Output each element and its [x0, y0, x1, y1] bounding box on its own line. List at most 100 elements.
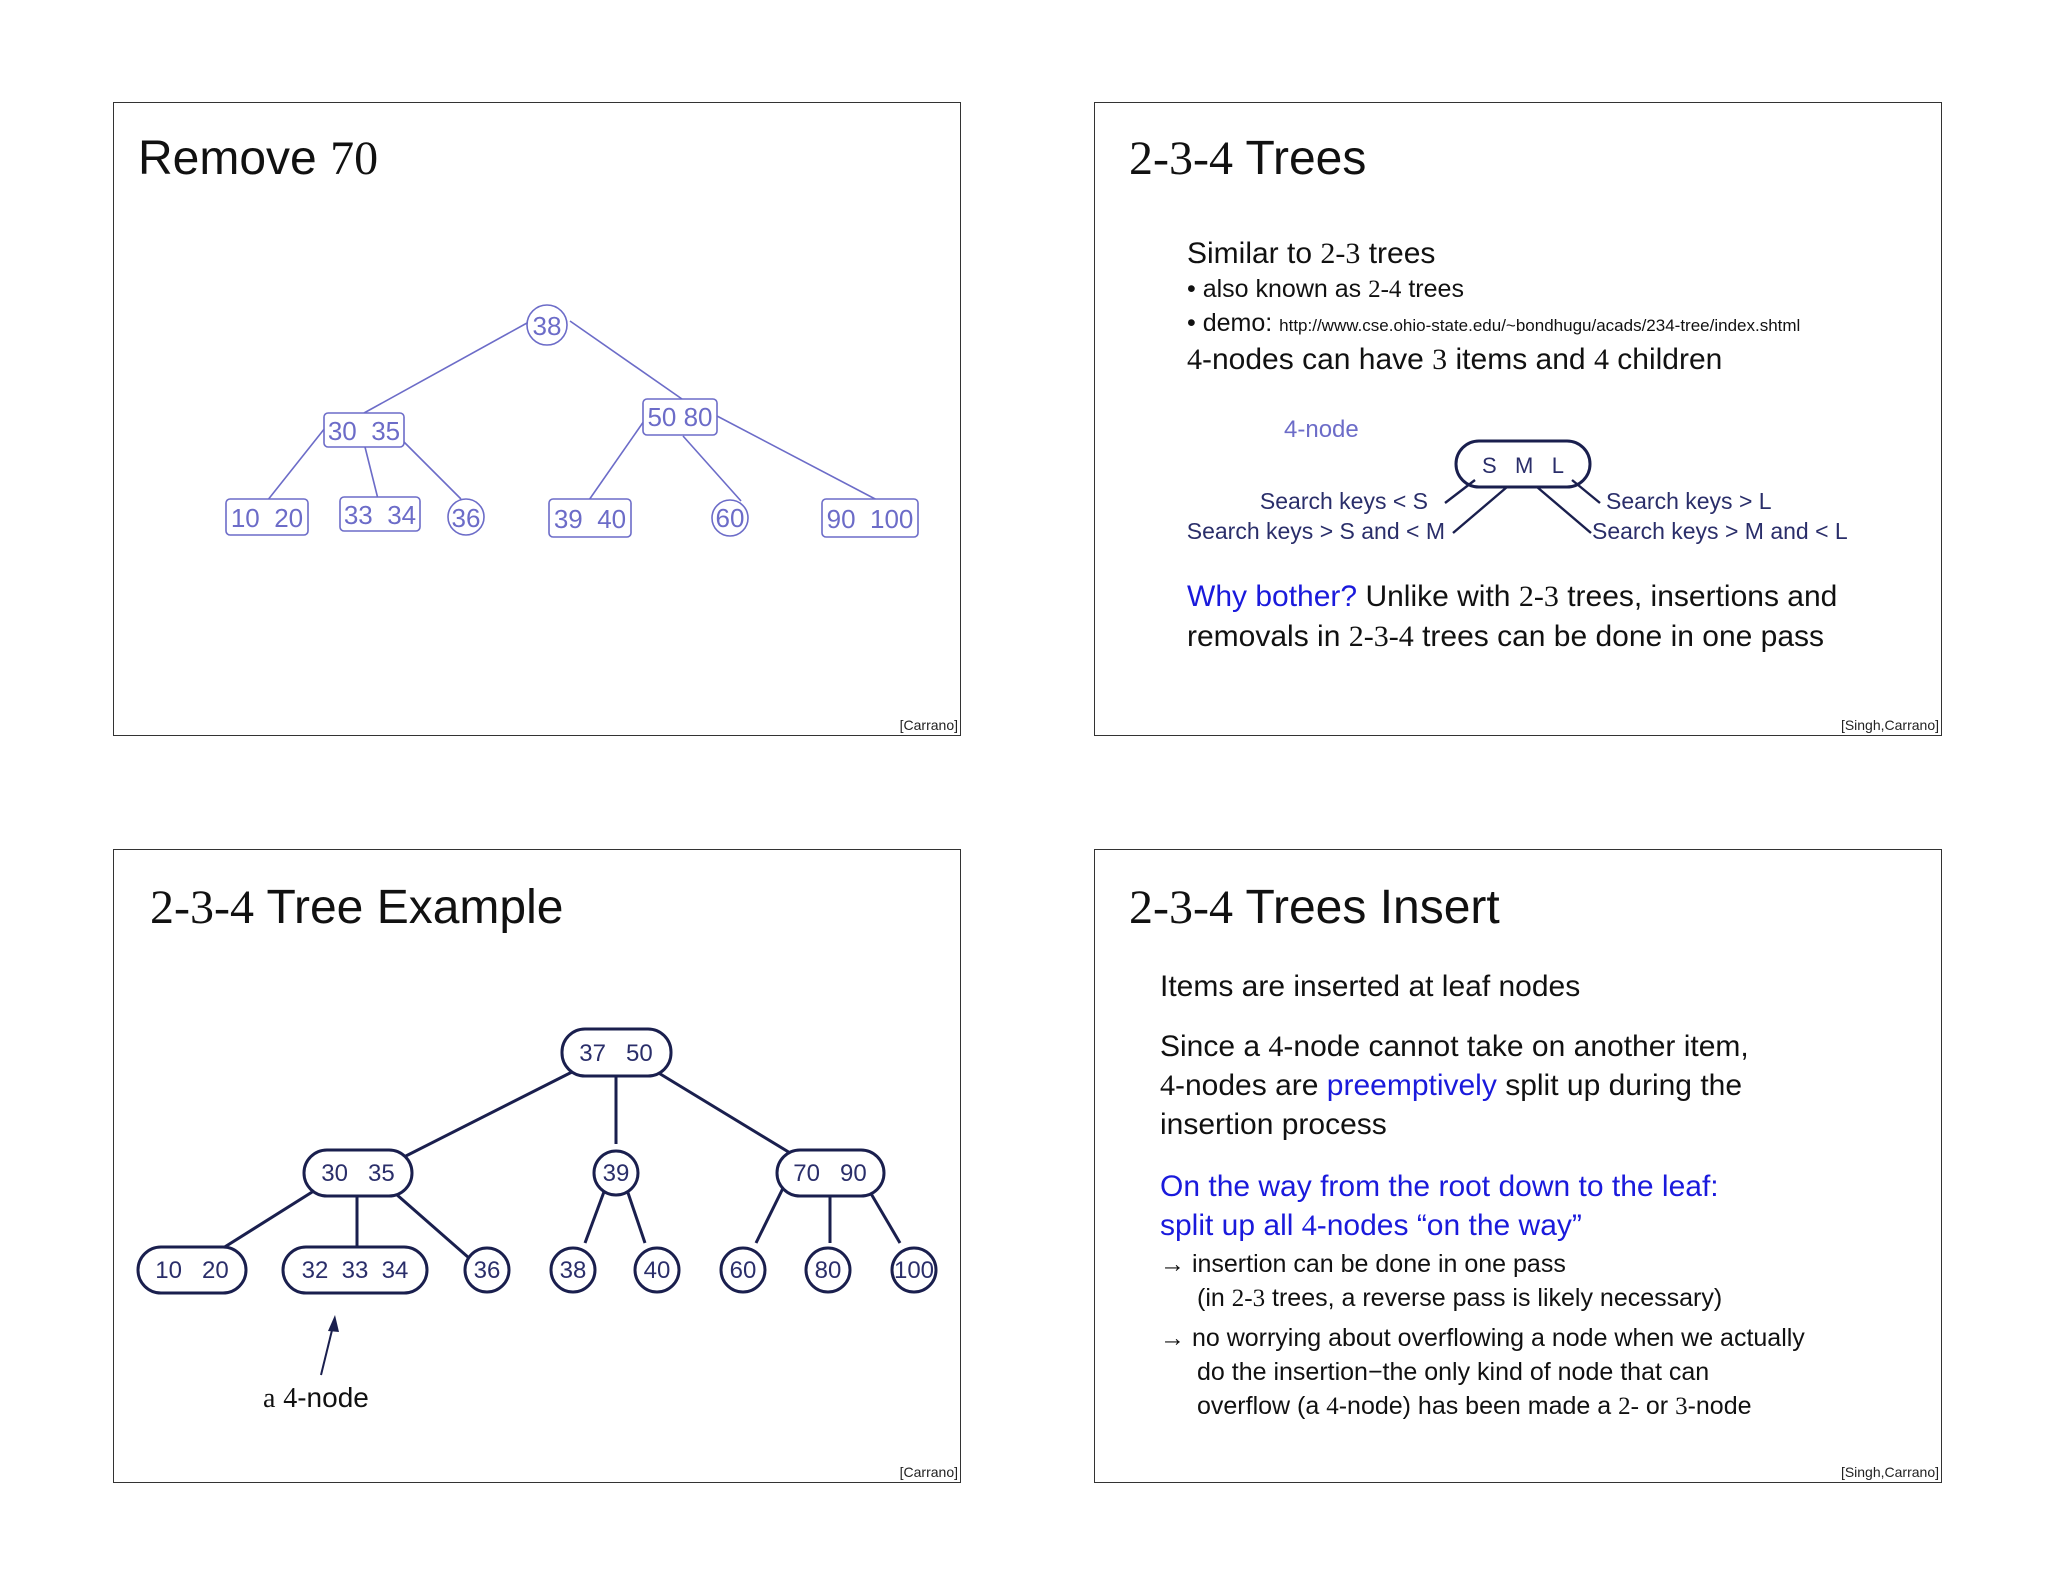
- text: a: [263, 1383, 276, 1414]
- text: • demo:: [1187, 309, 1273, 337]
- number: 2-: [1618, 1393, 1639, 1420]
- node-label: 10 20: [155, 1257, 228, 1284]
- tree-node: [804, 1246, 852, 1294]
- text: -nodes are: [1175, 1069, 1319, 1102]
- paragraph-preemptive-3: insertion process: [1160, 1108, 1387, 1141]
- number: 4: [283, 1383, 298, 1414]
- slide-title: 2-3-4 Tree Example: [150, 880, 563, 935]
- node-label: 38: [533, 311, 562, 341]
- text: trees: [1368, 237, 1436, 270]
- edge: [1571, 479, 1601, 504]
- number: 4: [1593, 343, 1609, 376]
- node-label: 39 40: [554, 504, 626, 534]
- edge: [754, 1179, 789, 1244]
- text: children: [1617, 343, 1723, 376]
- text: -nodes “on the way”: [1316, 1209, 1582, 1242]
- tree-node: [339, 496, 421, 532]
- edge: [364, 446, 379, 500]
- slide-credit: [Singh,Carrano]: [1840, 1464, 1939, 1480]
- node-label: 60: [730, 1257, 757, 1284]
- number: 2-4: [1368, 276, 1402, 303]
- paragraph-on-the-way-2: split up all 4-nodes “on the way”: [1160, 1209, 1582, 1243]
- edge: [1536, 486, 1592, 534]
- title-text: Trees Insert: [1245, 881, 1500, 934]
- number: 2-3: [1320, 237, 1361, 270]
- text: -node cannot take on another item,: [1283, 1030, 1749, 1063]
- title-text: Trees: [1245, 132, 1367, 185]
- arrow-point-2-line-3: overflow (a 4-node) has been made a 2- o…: [1197, 1392, 1752, 1421]
- title-number: 2-3-4: [1129, 132, 1233, 185]
- number: 3: [1432, 343, 1448, 376]
- edge: [399, 437, 462, 500]
- tree-node: [323, 412, 405, 448]
- arrow-point-1-line-2: (in 2-3 trees, a reverse pass is likely …: [1197, 1284, 1722, 1313]
- tree-node: [447, 498, 485, 536]
- text: -node: [297, 1382, 369, 1413]
- title-text: Tree Example: [266, 881, 564, 934]
- tree-node: [302, 1148, 414, 1198]
- node-label: 50 80: [647, 402, 712, 432]
- number: 2-3-4: [1348, 620, 1414, 653]
- number: 2-3: [1518, 580, 1559, 613]
- slide-title: 2-3-4 Trees Insert: [1129, 880, 1500, 935]
- slide-234-trees-insert: 2-3-4 Trees Insert Items are inserted at…: [1094, 849, 1942, 1483]
- node-label: 70 90: [793, 1160, 866, 1187]
- number: 4: [1268, 1030, 1284, 1063]
- arrow-point-2-line-2: do the insertion−the only kind of node t…: [1197, 1358, 1710, 1386]
- text: • also known as: [1187, 275, 1362, 303]
- node-label: 80: [815, 1257, 842, 1284]
- number: 2-3: [1231, 1285, 1266, 1312]
- text: trees, a reverse pass is likely necessar…: [1272, 1284, 1723, 1312]
- text: removals in: [1187, 620, 1341, 653]
- tree-diagram-example: 37 50 30 35 39 70 90 10 20 32 33 34 36 3…: [136, 1027, 938, 1376]
- slide-credit: [Carrano]: [899, 717, 958, 733]
- tree-node: [281, 1245, 429, 1295]
- number: 3: [1675, 1393, 1688, 1420]
- why-bother-line-1: Why bother? Unlike with 2-3 trees, inser…: [1187, 580, 1837, 614]
- node-label: 32 33 34: [302, 1257, 409, 1284]
- paragraph-on-the-way-1: On the way from the root down to the lea…: [1160, 1170, 1719, 1203]
- text: items and: [1455, 343, 1586, 376]
- node-label: 60: [716, 503, 745, 533]
- arrow-point-2-line-1: → no worrying about overflowing a node w…: [1160, 1324, 1805, 1352]
- text: -node: [1687, 1392, 1752, 1420]
- node-label: 10 20: [231, 503, 303, 533]
- text: split up during the: [1505, 1069, 1743, 1102]
- text: -node) has been made a: [1338, 1392, 1612, 1420]
- slide-title: Remove 70: [138, 131, 378, 186]
- text: trees, insertions and: [1567, 580, 1838, 613]
- text: (in: [1197, 1284, 1225, 1312]
- node-label: 100: [894, 1257, 934, 1284]
- tree-node: [890, 1246, 938, 1294]
- tree-node: [549, 1246, 597, 1294]
- tree-node: [719, 1246, 767, 1294]
- tree-node-root: [526, 304, 568, 346]
- demo-link[interactable]: http://www.cse.ohio-state.edu/~bondhugu/…: [1279, 316, 1801, 335]
- tree-node: [592, 1149, 640, 1197]
- why-bother-line-2: removals in 2-3-4 trees can be done in o…: [1187, 620, 1824, 654]
- node-label: 40: [644, 1257, 671, 1284]
- title-text: Remove: [138, 132, 317, 185]
- node-label: 30 35: [328, 416, 400, 446]
- node-label: 37 50: [579, 1040, 652, 1067]
- edge: [716, 415, 880, 502]
- edge: [1452, 486, 1508, 534]
- node-label: 90 100: [827, 504, 914, 534]
- tree-node: [225, 498, 309, 536]
- edge: [569, 320, 683, 400]
- intro-line: Similar to 2-3 trees: [1187, 237, 1435, 271]
- title-number: 70: [330, 132, 379, 185]
- four-node-keys: S M L: [1482, 453, 1564, 478]
- bullet-demo: • demo: http://www.cse.ohio-state.edu/~b…: [1187, 309, 1800, 338]
- edge: [363, 322, 528, 414]
- tree-node: [642, 398, 718, 436]
- title-number: 2-3-4: [1129, 881, 1233, 934]
- text: Similar to: [1187, 237, 1313, 270]
- tree-node: [548, 498, 632, 538]
- tree-node: [775, 1148, 886, 1198]
- paragraph-preemptive-2: 4-nodes are preemptively split up during…: [1160, 1069, 1742, 1103]
- title-number: 2-3-4: [150, 881, 254, 934]
- four-node-line: 4-nodes can have 3 items and 4 children: [1187, 343, 1722, 377]
- node-label: 38: [560, 1257, 587, 1284]
- annotation-left-1: Search keys < S: [1259, 488, 1428, 514]
